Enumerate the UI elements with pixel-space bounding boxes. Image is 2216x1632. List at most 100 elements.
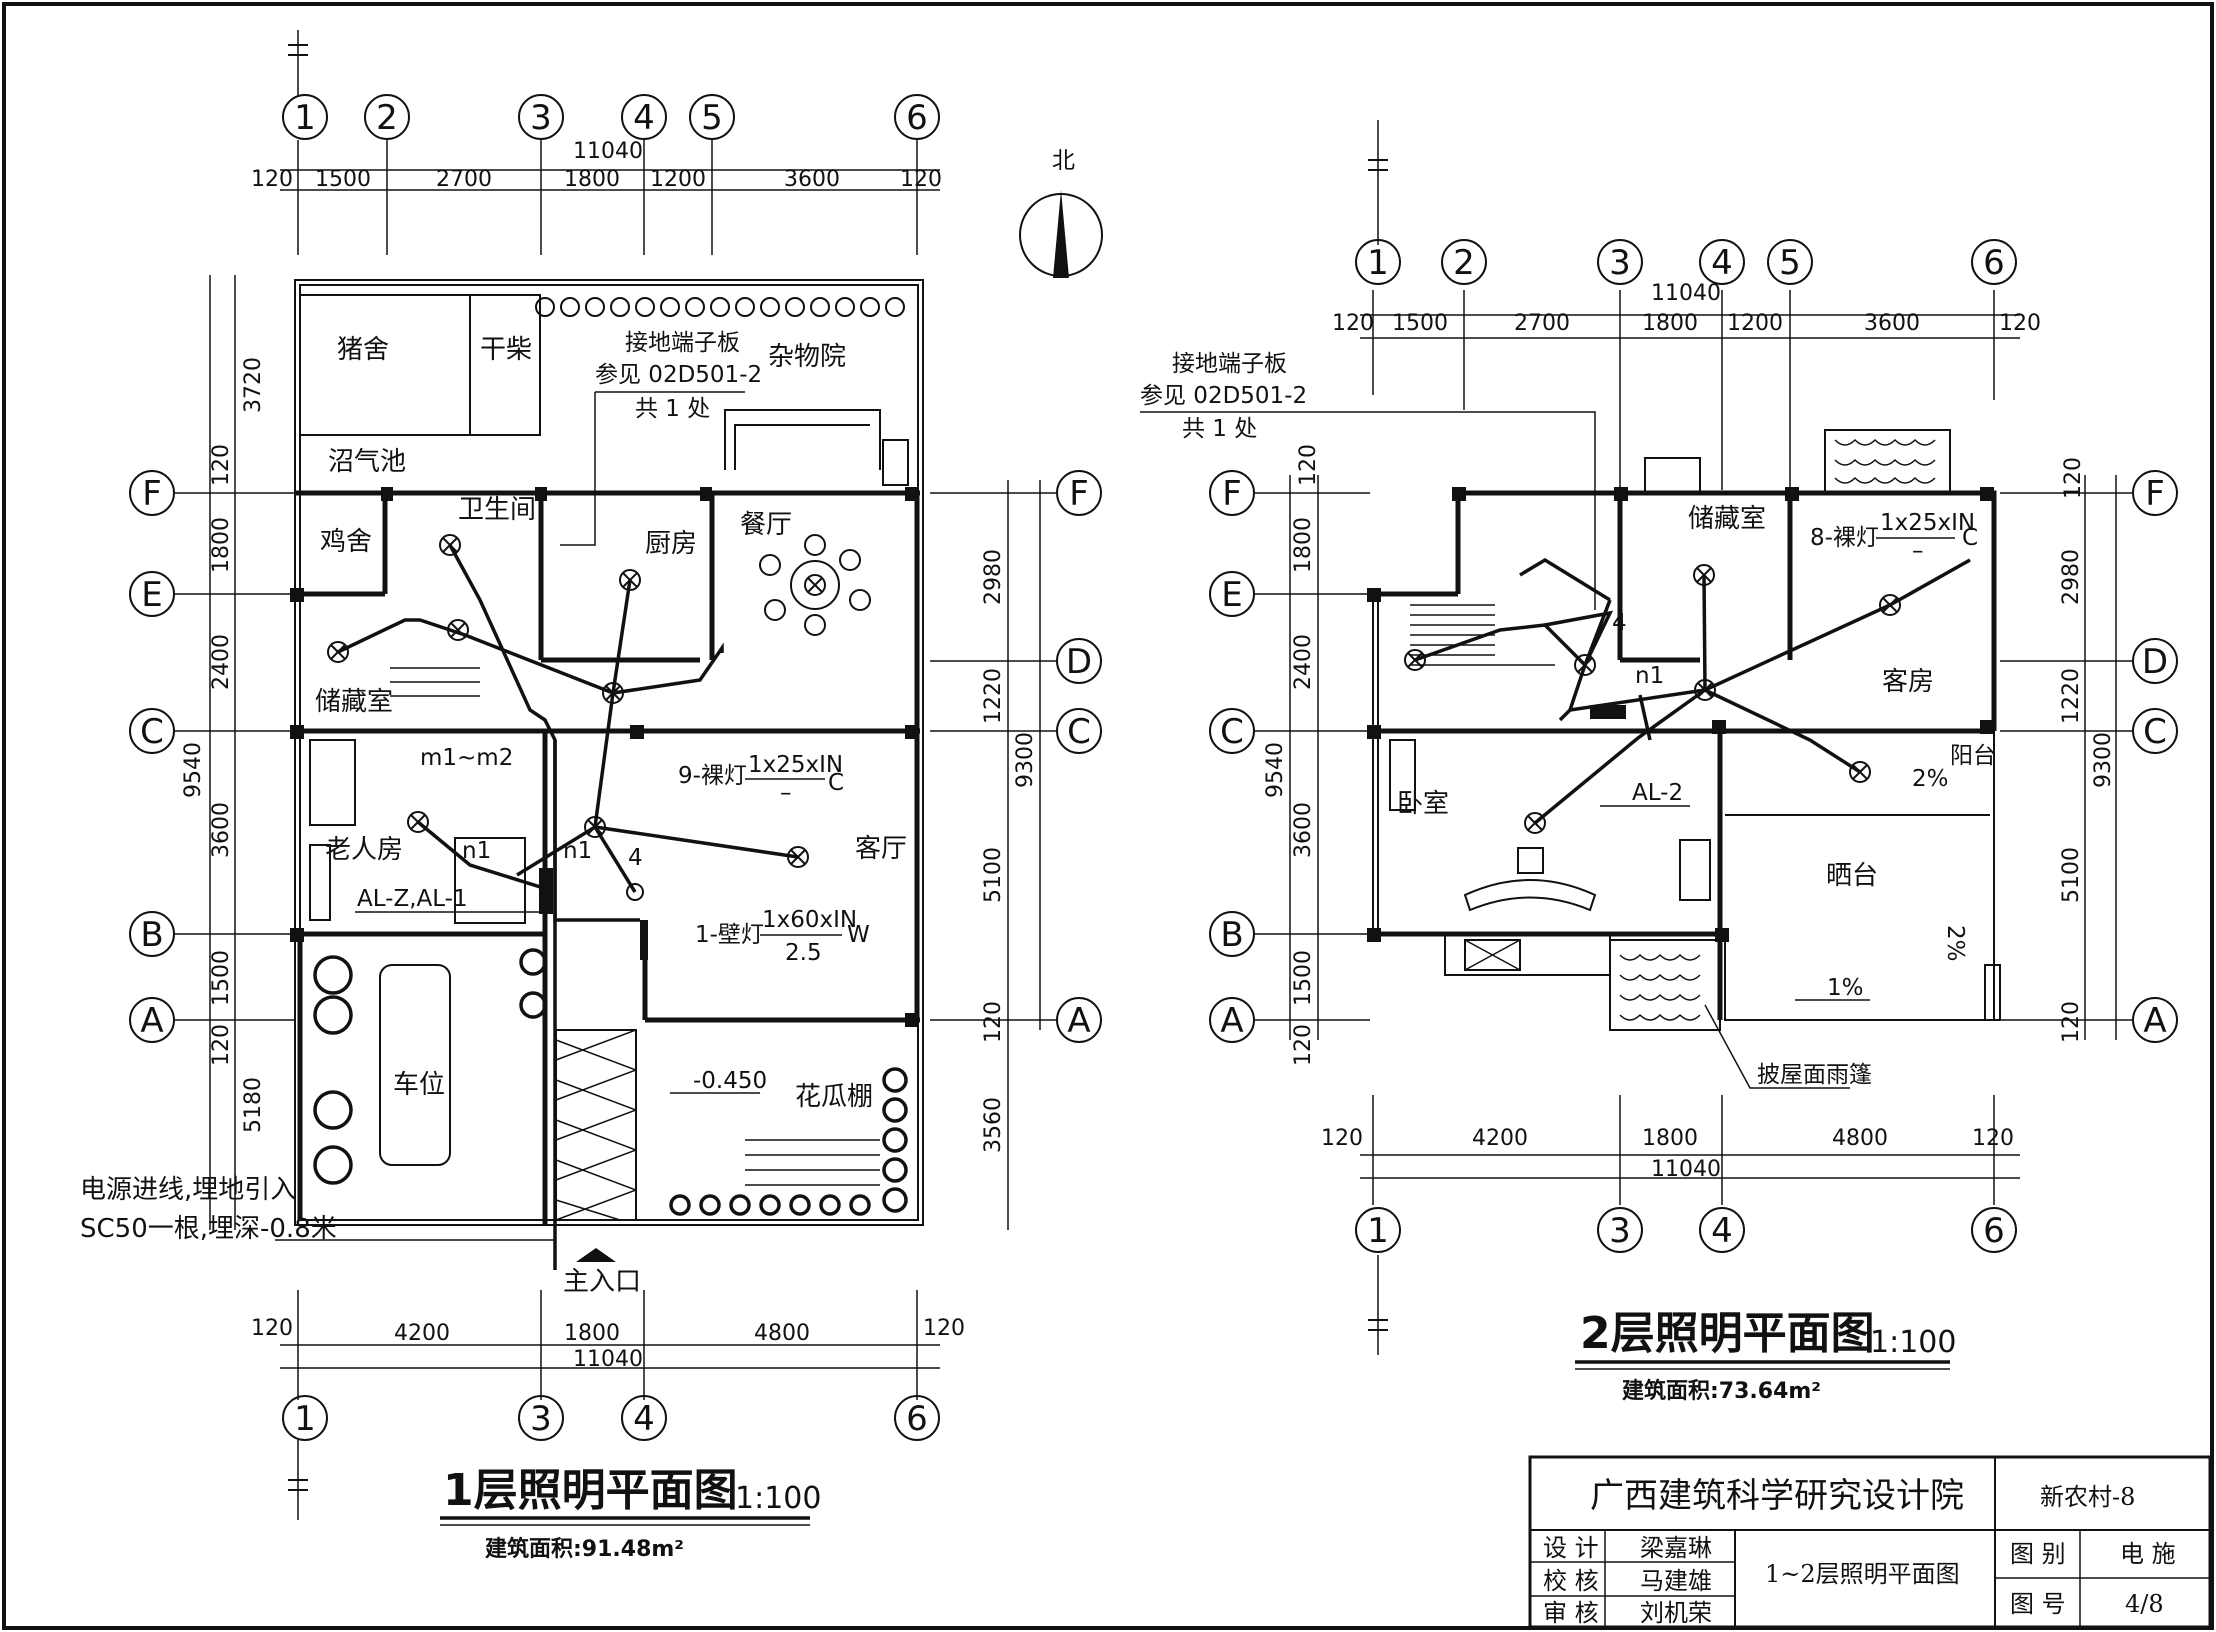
room-storage: 储藏室 xyxy=(315,687,393,717)
plan1-axis-top-6: 6 xyxy=(906,98,928,138)
plan2-dim-left-3: 9540 xyxy=(1263,742,1288,798)
plan1-annotations: 接地端子板 参见 02D501-2 共 1 处 m1~m2 AL-Z,AL-1 … xyxy=(80,330,870,1297)
plan1-power-line2: SC50一根,埋深-0.8米 xyxy=(80,1214,337,1244)
north-label: 北 xyxy=(1052,148,1075,174)
plan2-dim-bottom-4: 120 xyxy=(1972,1126,2014,1151)
plan1-dim-bottom-1: 4200 xyxy=(394,1321,450,1346)
room-biogas: 沼气池 xyxy=(328,447,406,477)
plan1-right-axes: F D C A 2980 1220 9300 5100 120 3560 xyxy=(930,470,1102,1230)
plan1-wall-spec: 1x60xIN xyxy=(762,907,857,933)
design-label: 设 计 xyxy=(1543,1534,1599,1562)
institute-name: 广西建筑科学研究设计院 xyxy=(1590,1476,1964,1516)
plan1-axis-left-A: A xyxy=(140,1001,163,1041)
plan1-dim-top-2: 2700 xyxy=(436,167,492,192)
plan1-dim-top-4: 1200 xyxy=(650,167,706,192)
review-label: 审 核 xyxy=(1543,1599,1599,1627)
drawing-name: 1~2层照明平面图 xyxy=(1765,1560,1960,1588)
plan2-axis-right-D: D xyxy=(2142,642,2168,682)
plan2-area: 建筑面积:73.64m² xyxy=(1622,1378,1821,1404)
room-dining: 餐厅 xyxy=(740,510,792,540)
plan1-bottom-axes: 120 4200 1800 4800 120 11040 1 3 4 6 xyxy=(251,1290,965,1520)
plan1-dim-top-1: 1500 xyxy=(315,167,371,192)
plan1-room-labels: 猪舍 干柴 杂物院 沼气池 鸡舍 卫生间 厨房 餐厅 储藏室 老人房 客厅 车位… xyxy=(315,335,907,1112)
lamp-icon xyxy=(1404,649,1426,671)
plan1-dim-bottom-0: 120 xyxy=(251,1316,293,1341)
plan1-axis-bottom-3: 3 xyxy=(530,1399,552,1439)
plan2-dim-left-1: 1800 xyxy=(1291,517,1316,573)
plan2-ground-line1: 接地端子板 xyxy=(1172,351,1287,377)
plan1-dim-left-3: 2400 xyxy=(209,634,234,690)
distribution-panel-icon xyxy=(539,868,553,914)
lamp-icon xyxy=(447,619,469,641)
plan2-dim-top-5: 3600 xyxy=(1864,311,1920,336)
plan1-dim-right-0: 2980 xyxy=(981,549,1006,605)
plan2-lamp-spec: 1x25xIN xyxy=(1880,510,1975,536)
plan1-power-line1: 电源进线,埋地引入 xyxy=(80,1175,296,1205)
plan2-axis-bottom-3: 3 xyxy=(1609,1211,1631,1251)
plan2-n4: 4 xyxy=(1612,610,1627,636)
plan2-dim-bottom-2: 1800 xyxy=(1642,1126,1698,1151)
plan2-lamps xyxy=(1404,564,1901,834)
plan1-axis-left-B: B xyxy=(140,915,163,955)
plan2-dim-left-2: 2400 xyxy=(1291,634,1316,690)
plan2-dim-left-4: 3600 xyxy=(1291,802,1316,858)
plan1-dim-top-5: 3600 xyxy=(784,167,840,192)
plan1-dim-left-7: 120 xyxy=(209,1024,234,1066)
plan1-lamp-dash: – xyxy=(780,780,792,806)
plan2-dim-top-0: 120 xyxy=(1332,311,1374,336)
room-trellis: 花瓜棚 xyxy=(795,1082,873,1112)
plan2-dim-right-5: 120 xyxy=(2059,1001,2084,1043)
plan2-annotations: 接地端子板 参见 02D501-2 共 1 处 8-裸灯 1x25xIN – C… xyxy=(1140,351,1978,1089)
lamp-icon xyxy=(1574,654,1596,676)
lamp-icon xyxy=(602,682,624,704)
plan2-dim-bottom-1: 4200 xyxy=(1472,1126,1528,1151)
plan2-slope1: 2% xyxy=(1912,766,1949,792)
plan1-dim-left-5: 3600 xyxy=(209,802,234,858)
plan1-lamp-qty: 9-裸灯 xyxy=(678,763,747,789)
plan2-dim-top-6: 120 xyxy=(1999,311,2041,336)
plan1-dim-left-8: 5180 xyxy=(241,1077,266,1133)
plan2-room-labels: 储藏室 客房 卧室 晒台 阳台 xyxy=(1397,504,1996,891)
plan2-axis-top-2: 2 xyxy=(1453,243,1475,283)
plan2-panel: AL-2 xyxy=(1632,780,1683,806)
plan1-entrance: 主入口 xyxy=(563,1267,641,1297)
plan1-dim-top-0: 120 xyxy=(251,167,293,192)
plan1-axis-bottom-6: 6 xyxy=(906,1399,928,1439)
check-name: 马建雄 xyxy=(1640,1567,1712,1595)
plan1-lamps xyxy=(327,534,826,960)
plan1-dim-left-4: 9540 xyxy=(181,742,206,798)
plan1-axis-left-C: C xyxy=(140,712,164,752)
plan2-dim-left-6: 120 xyxy=(1291,1024,1316,1066)
plan1-ground-line3: 共 1 处 xyxy=(635,396,710,422)
plan2-slope2: 2% xyxy=(1942,925,1968,962)
plan2-total-top: 11040 xyxy=(1651,281,1721,306)
plan1-dim-left-2: 1800 xyxy=(209,517,234,573)
plan2-dim-right-4: 5100 xyxy=(2059,847,2084,903)
plan2-room-guest: 客房 xyxy=(1882,667,1934,697)
plan2-axis-left-E: E xyxy=(1221,575,1242,615)
plan1-level: -0.450 xyxy=(693,1068,767,1094)
lamp-icon xyxy=(1879,594,1901,616)
plan2-dim-top-2: 2700 xyxy=(1514,311,1570,336)
plan2-dim-bottom-0: 120 xyxy=(1321,1126,1363,1151)
plan1-dim-right-2: 9300 xyxy=(1013,732,1038,788)
plan1-top-axes: 1 2 3 4 5 6 11040 120 1500 2700 1800 120… xyxy=(251,30,942,255)
room-kitchen: 厨房 xyxy=(645,529,697,559)
plan1-left-axes: F E C B A 3720 120 1800 2400 9540 3600 1… xyxy=(129,275,295,1230)
plan1-dim-bottom-2: 1800 xyxy=(564,1321,620,1346)
plan1-total-bottom: 11040 xyxy=(573,1347,643,1372)
plan2-axis-right-C: C xyxy=(2143,712,2167,752)
plan2-axis-right-F: F xyxy=(2145,474,2165,514)
room-pig: 猪舍 xyxy=(337,335,389,365)
plan2-total-bottom: 11040 xyxy=(1651,1157,1721,1182)
plan1-dim-bottom-3: 4800 xyxy=(754,1321,810,1346)
number-label: 图 号 xyxy=(2010,1590,2066,1618)
plan1-axis-top-2: 2 xyxy=(376,98,398,138)
plan2-axis-left-A: A xyxy=(1220,1001,1243,1041)
room-living: 客厅 xyxy=(855,834,907,864)
plan2-right-axes: F D C A 120 2980 1220 9300 5100 120 xyxy=(2000,457,2178,1043)
category-value: 电 施 xyxy=(2120,1540,2176,1568)
plan1-dim-right-1: 1220 xyxy=(981,668,1006,724)
plan2-dim-top-3: 1800 xyxy=(1642,311,1698,336)
plan2-axis-left-B: B xyxy=(1220,915,1243,955)
